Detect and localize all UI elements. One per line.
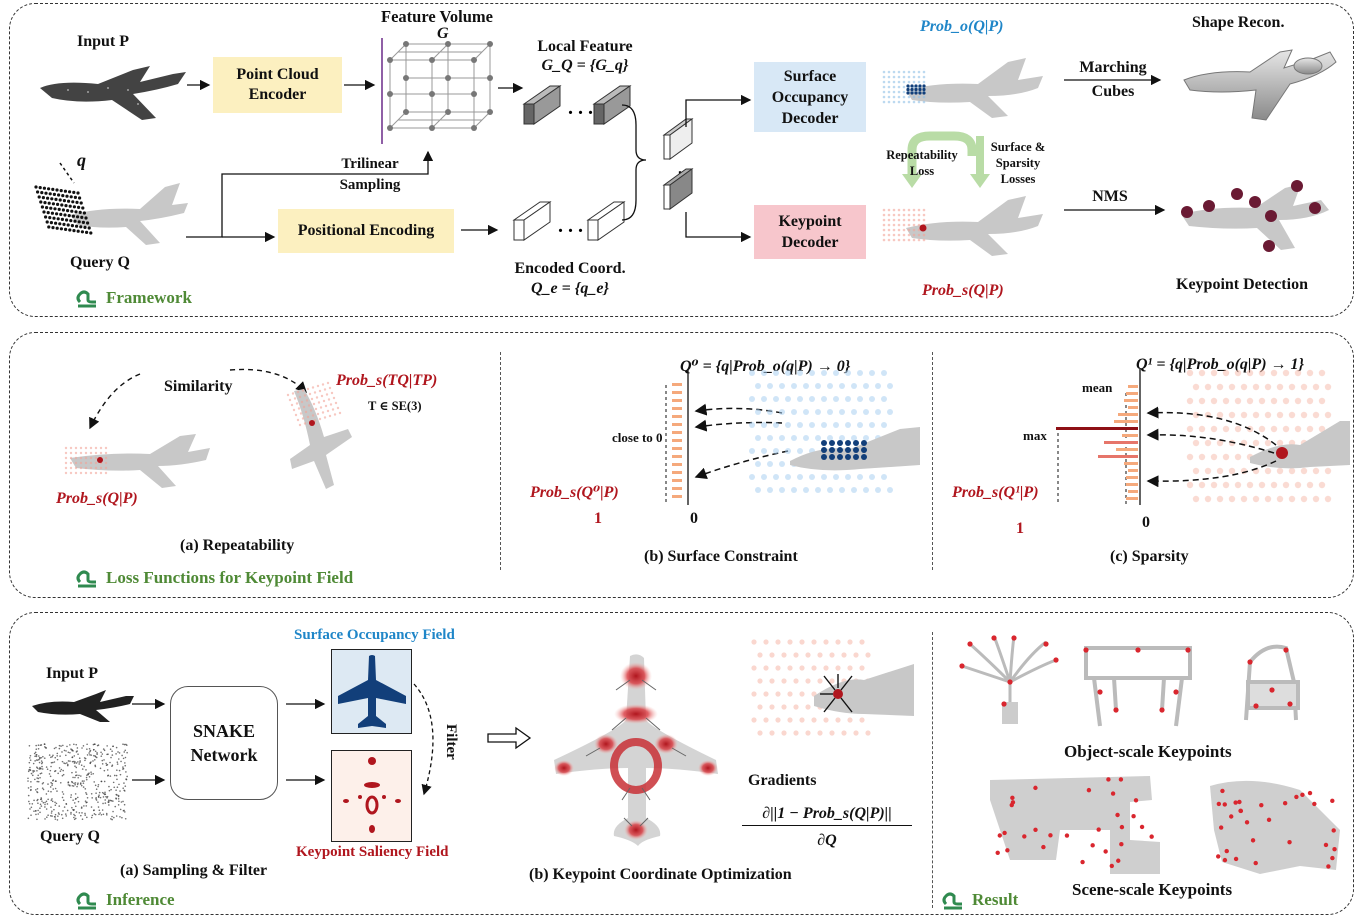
surface-occupancy-field-image bbox=[331, 649, 412, 734]
one-b-label: 1 bbox=[594, 510, 602, 527]
loss-arrows bbox=[902, 131, 990, 188]
framework-panel bbox=[9, 3, 1354, 317]
prob-s-q1-label: Prob_s(Q¹|P) bbox=[952, 484, 1039, 501]
prob-o-label: Prob_o(Q|P) bbox=[920, 18, 1004, 35]
surface-constraint-caption: (b) Surface Constraint bbox=[644, 548, 798, 565]
surface-constraint-plot bbox=[665, 369, 920, 505]
t-se3-label: T ∈ SE(3) bbox=[368, 399, 422, 413]
svg-text:. . .: . . . bbox=[558, 215, 583, 237]
inference-separator bbox=[932, 632, 933, 908]
snake-icon bbox=[76, 290, 96, 308]
framework-connectors bbox=[186, 74, 1166, 243]
close-to-0-label: close to 0 bbox=[612, 430, 663, 445]
marching-cubes-label: Marching Cubes bbox=[1079, 59, 1147, 100]
saliency-airplane-image bbox=[882, 196, 1043, 256]
query-airplane-image: /* placeholder */ bbox=[34, 162, 188, 245]
inference-connectors bbox=[132, 683, 532, 796]
filter-label: Filter bbox=[443, 724, 459, 760]
shape-recon-label: Shape Recon. bbox=[1192, 14, 1285, 31]
q0-eq-label: Q⁰ = {q|Prob_o(q|P) → 0} bbox=[680, 358, 851, 375]
occupancy-airplane-silhouette bbox=[338, 655, 406, 728]
object-scale-label: Object-scale Keypoints bbox=[1064, 742, 1232, 761]
sparsity-caption: (c) Sparsity bbox=[1110, 548, 1189, 565]
object-keypoints-images bbox=[959, 635, 1300, 727]
coord-opt-caption: (b) Keypoint Coordinate Optimization bbox=[529, 866, 792, 883]
loss-separator-1 bbox=[500, 352, 501, 570]
encoded-coord-eq: Q_e = {q_e} bbox=[530, 280, 609, 297]
loss-separator-2 bbox=[932, 352, 933, 570]
result-tag: Result bbox=[940, 890, 1018, 910]
trilinear-sampling-label: Trilinear Sampling bbox=[339, 156, 401, 193]
nms-label: NMS bbox=[1092, 188, 1128, 205]
snake-icon bbox=[942, 892, 962, 910]
gradients-label: Gradients bbox=[748, 772, 817, 789]
mean-label: mean bbox=[1082, 380, 1113, 395]
feature-volume-grid bbox=[381, 38, 493, 144]
local-feature-label: Local Feature bbox=[537, 38, 633, 55]
g-label: G bbox=[437, 25, 449, 42]
gradient-zoom-image bbox=[751, 639, 914, 736]
snake-icon bbox=[76, 570, 96, 588]
inference-query-label: Query Q bbox=[40, 828, 100, 845]
repeatability-loss-label: Repeatability Loss bbox=[886, 148, 958, 178]
gradient-numerator: ∂||1 − Prob_s(Q|P)|| bbox=[742, 805, 912, 826]
q1-eq-label: Q¹ = {q|Prob_o(q|P) → 1} bbox=[1136, 356, 1305, 373]
snake-network-box: SNAKE Network bbox=[170, 686, 278, 800]
repeatability-caption: (a) Repeatability bbox=[180, 537, 295, 554]
shape-recon-image bbox=[1183, 49, 1337, 121]
loss-tag: Loss Functions for Keypoint Field bbox=[74, 568, 353, 588]
inference-input-airplane bbox=[32, 690, 134, 722]
prob-s-qp-label: Prob_s(Q|P) bbox=[56, 490, 138, 507]
q-label: q bbox=[77, 150, 86, 170]
rotated-airplane-image bbox=[286, 381, 352, 489]
framework-query-label: Query Q bbox=[70, 254, 130, 271]
loss-panel bbox=[9, 332, 1354, 598]
keypoint-detection-image bbox=[1181, 180, 1329, 252]
input-airplane-image bbox=[40, 66, 186, 120]
feature-volume-label: Feature Volume bbox=[381, 7, 493, 26]
inference-input-label: Input P bbox=[46, 665, 99, 682]
positional-encoding-box: Positional Encoding bbox=[278, 209, 454, 253]
prob-s-label: Prob_s(Q|P) bbox=[922, 282, 1004, 299]
encoded-coord-label: Encoded Coord. bbox=[514, 260, 626, 277]
occupancy-airplane-image bbox=[882, 58, 1043, 118]
gradient-denominator: ∂Q bbox=[817, 832, 837, 849]
prob-s-q0-label: Prob_s(Q⁰|P) bbox=[530, 484, 619, 501]
snake-icon bbox=[76, 892, 96, 910]
surface-occupancy-field-label: Surface Occupancy Field bbox=[294, 627, 455, 643]
scene-scale-label: Scene-scale Keypoints bbox=[1072, 880, 1233, 899]
repeat-airplane-image bbox=[64, 434, 210, 488]
inference-panel bbox=[9, 612, 1354, 915]
coord-opt-airplane bbox=[554, 654, 718, 846]
zero-b-label: 0 bbox=[690, 510, 698, 527]
svg-text:. . .: . . . bbox=[568, 97, 593, 119]
max-label: max bbox=[1023, 428, 1047, 443]
sampling-filter-caption: (a) Sampling & Filter bbox=[120, 862, 268, 879]
point-cloud-encoder-box: Point Cloud Encoder bbox=[213, 57, 342, 113]
prob-s-tq-label: Prob_s(TQ|TP) bbox=[336, 372, 438, 389]
keypoint-detection-label: Keypoint Detection bbox=[1176, 276, 1308, 293]
local-feature-eq: G_Q = {G_q} bbox=[541, 57, 629, 74]
encoded-coord-blocks: . . . bbox=[512, 201, 626, 241]
inference-tag: Inference bbox=[74, 890, 175, 910]
local-feature-blocks: . . . bbox=[522, 85, 632, 125]
keypoint-saliency-field-label: Keypoint Saliency Field bbox=[296, 844, 449, 860]
keypoint-decoder-box: Keypoint Decoder bbox=[754, 205, 866, 259]
concat-feature-blocks: ⋮ bbox=[662, 118, 694, 210]
surface-occupancy-decoder-box: Surface Occupancy Decoder bbox=[754, 62, 866, 132]
surface-sparsity-losses-label: Surface & Sparsity Losses bbox=[990, 140, 1046, 186]
framework-input-label: Input P bbox=[77, 33, 130, 50]
inference-query-points bbox=[27, 743, 128, 821]
one-c-label: 1 bbox=[1016, 520, 1024, 537]
sparsity-plot bbox=[1056, 369, 1350, 505]
saliency-blobs bbox=[343, 757, 401, 833]
keypoint-saliency-field-image bbox=[331, 750, 412, 842]
similarity-label: Similarity bbox=[164, 378, 233, 395]
zero-c-label: 0 bbox=[1142, 514, 1150, 531]
scene-keypoints-images bbox=[990, 776, 1340, 874]
framework-tag: Framework bbox=[74, 288, 192, 308]
similarity-arrow bbox=[89, 368, 307, 430]
